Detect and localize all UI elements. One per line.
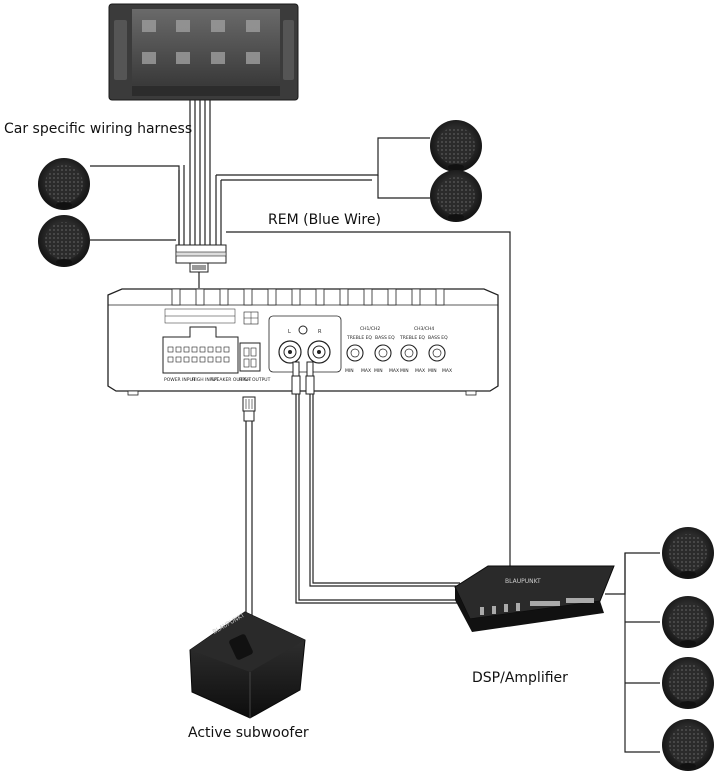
label-bass-eq-2: BASS EQ	[428, 335, 448, 341]
rca-plug-l	[291, 361, 301, 395]
label-treble-eq-2: TREBLE EQ	[399, 335, 425, 341]
label-group-front: CH1/CH2	[360, 326, 380, 332]
label-max-1: MAX	[361, 368, 371, 374]
speaker-left-1	[38, 158, 90, 210]
rca-cable-r	[309, 394, 460, 587]
speaker-dsp-4	[662, 719, 714, 771]
dsp-amplifier: BLAUPUNKT	[454, 565, 615, 632]
label-max-3: MAX	[415, 368, 425, 374]
speaker-right-1	[430, 120, 482, 172]
label-max-4: MAX	[442, 368, 452, 374]
rca-jack-r	[307, 340, 331, 364]
label-harness: Car specific wiring harness	[4, 121, 193, 137]
label-power-input: POWER INPUT	[164, 377, 196, 383]
subwoofer-connector	[239, 342, 261, 372]
label-min-3: MIN	[400, 368, 409, 374]
eq-knob-1	[346, 344, 364, 362]
eq-knob-3	[400, 344, 418, 362]
label-min-4: MIN	[428, 368, 437, 374]
wire-right-speakers	[216, 137, 430, 176]
label-subwoofer: Active subwoofer	[188, 725, 309, 741]
label-min-2: MIN	[374, 368, 383, 374]
label-high-output: HIGH OUTPUT	[239, 377, 271, 383]
speaker-left-2	[38, 215, 90, 267]
dsp-speaker-bus	[605, 552, 660, 595]
harness-connector	[175, 244, 227, 288]
label-speaker-output: SPEAKER OUTPUT	[211, 377, 251, 383]
speaker-dsp-3	[662, 657, 714, 709]
label-channel-l: L	[288, 329, 291, 335]
rem-wire	[226, 231, 511, 572]
label-high-input: HIGH INPUT	[192, 377, 219, 383]
rca-plug-r	[305, 361, 315, 395]
subwoofer-plug	[242, 396, 256, 422]
label-bass-eq-1: BASS EQ	[375, 335, 395, 341]
active-subwoofer: BLAUPUNKT	[189, 611, 306, 719]
rca-jack-l	[278, 340, 302, 364]
head-unit	[108, 3, 299, 101]
main-connector	[162, 326, 239, 374]
speaker-dsp-2	[662, 596, 714, 648]
label-rem: REM (Blue Wire)	[268, 212, 381, 228]
label-max-2: MAX	[389, 368, 399, 374]
dsp-brand-logo: BLAUPUNKT	[505, 578, 541, 585]
label-channel-r: R	[318, 329, 322, 335]
label-dsp: DSP/Amplifier	[472, 670, 568, 686]
speaker-dsp-1	[662, 527, 714, 579]
eq-knob-2	[374, 344, 392, 362]
eq-knob-4	[428, 344, 446, 362]
wire-left-speaker-1	[90, 165, 180, 245]
rca-cable-l	[295, 394, 460, 604]
interface-box: POWER INPUT HIGH INPUT SPEAKER OUTPUT HI…	[107, 288, 499, 396]
label-min-1: MIN	[345, 368, 354, 374]
label-treble-eq-1: TREBLE EQ	[346, 335, 372, 341]
label-group-rear: CH3/CH4	[414, 326, 434, 332]
speaker-right-2	[430, 170, 482, 222]
